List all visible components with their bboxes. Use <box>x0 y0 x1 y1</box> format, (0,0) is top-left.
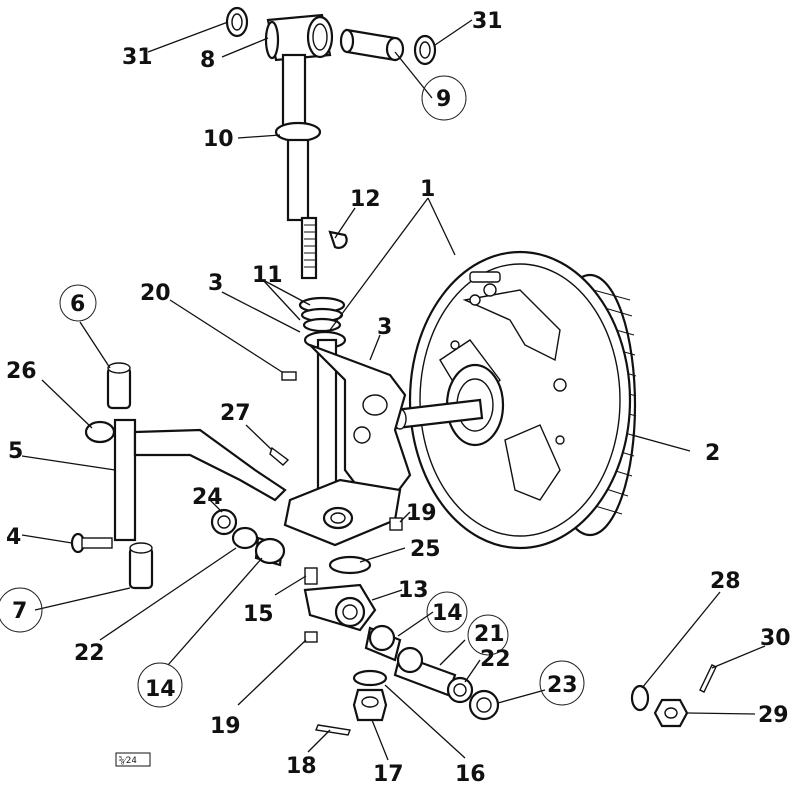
callout-3b: 3 <box>377 315 392 340</box>
callout-4: 4 <box>6 525 21 550</box>
nut-29 <box>653 698 689 728</box>
grease-nipple-19-upper <box>389 517 403 531</box>
callout-31a: 31 <box>122 45 153 70</box>
callout-7: 7 <box>12 599 27 624</box>
callout-15: 15 <box>243 602 274 627</box>
callout-6: 6 <box>70 292 85 317</box>
washer-31-left <box>225 6 249 38</box>
leader-lines <box>21 19 766 761</box>
woodruff-key <box>328 230 348 249</box>
callout-5: 5 <box>8 439 23 464</box>
callout-17: 17 <box>373 762 404 787</box>
callout-25: 25 <box>410 537 441 562</box>
split-pin-27 <box>269 446 290 466</box>
callout-11: 11 <box>252 263 283 288</box>
callout-20: 20 <box>140 281 171 306</box>
callout-19a: 19 <box>406 501 437 526</box>
callout-9: 9 <box>436 87 451 112</box>
washer-31-right <box>413 34 437 66</box>
callout-8: 8 <box>200 48 215 73</box>
callout-28: 28 <box>710 569 741 594</box>
callout-labels: 1 2 3 3 4 5 6 7 8 9 10 11 12 13 14 14 15… <box>6 9 791 787</box>
callout-26: 26 <box>6 359 37 384</box>
bolt-4 <box>70 532 113 554</box>
callout-14b: 14 <box>145 677 176 702</box>
spindle <box>274 53 322 280</box>
grease-nipple-20 <box>281 371 297 381</box>
trunnion-top <box>264 13 334 62</box>
callout-23: 23 <box>547 673 578 698</box>
bush-set-left <box>210 508 286 567</box>
callout-22b: 22 <box>74 641 105 666</box>
grease-nipple-19-lower <box>304 631 318 643</box>
fulcrum-pin <box>84 362 154 590</box>
split-pin-30 <box>699 664 717 693</box>
split-pin-18 <box>315 724 351 736</box>
spring-washers <box>298 296 346 333</box>
callout-31b: 31 <box>472 9 503 34</box>
callout-22a: 22 <box>480 647 511 672</box>
bush-set-right <box>364 624 500 721</box>
trunnion-lower <box>303 567 377 632</box>
callout-2: 2 <box>705 441 720 466</box>
callout-18: 18 <box>286 754 317 779</box>
washer-28 <box>630 684 650 712</box>
callout-19b: 19 <box>210 714 241 739</box>
callout-27: 27 <box>220 401 251 426</box>
callout-24: 24 <box>192 485 223 510</box>
callout-12: 12 <box>350 187 381 212</box>
callout-1: 1 <box>420 177 435 202</box>
callout-3a: 3 <box>208 271 223 296</box>
callout-29: 29 <box>758 703 789 728</box>
castle-nut-17 <box>352 669 388 722</box>
bush-9 <box>339 28 405 62</box>
brake-drum <box>408 250 637 550</box>
callout-14a: 14 <box>432 601 463 626</box>
callout-16: 16 <box>455 762 486 787</box>
highlight-circles <box>0 75 585 708</box>
washer-25 <box>328 555 372 575</box>
callout-10: 10 <box>203 127 234 152</box>
callout-30: 30 <box>760 626 791 651</box>
reference-code: ⅝⁄24 <box>115 752 151 767</box>
swivel-pin-assembly <box>283 330 412 547</box>
steering-arm <box>133 428 287 502</box>
callout-13: 13 <box>398 578 429 603</box>
svg-text:⅝⁄24: ⅝⁄24 <box>119 756 137 766</box>
callout-21: 21 <box>474 622 505 647</box>
